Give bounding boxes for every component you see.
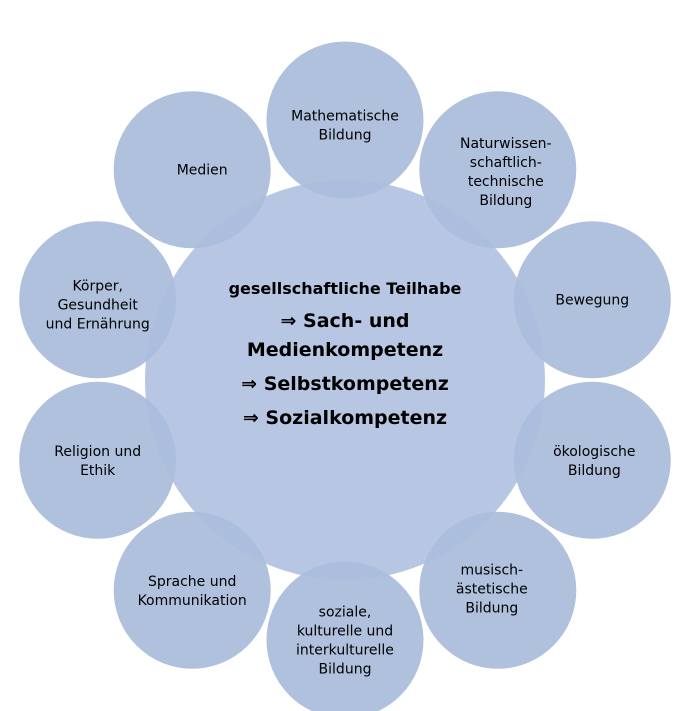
node-label-line: Bildung: [319, 662, 372, 678]
node-label-line: schaftlich-: [470, 155, 542, 171]
node-circle-sprache-und-kommunikation: [110, 508, 274, 672]
center-text-line: ⇒ Sach- und: [281, 310, 410, 332]
node-label-line: Bildung: [319, 128, 372, 144]
node-label-line: kulturelle und: [297, 624, 393, 640]
center-text-line: Medienkompetenz: [247, 339, 443, 361]
node-label-medien: Medien: [177, 163, 228, 179]
node-label-line: Bildung: [568, 463, 621, 479]
node-label-line: interkulturelle: [296, 643, 394, 659]
node-label-line: Bildung: [479, 193, 532, 209]
center-circle-group: [145, 180, 545, 580]
node-label-bewegung: Bewegung: [555, 293, 629, 309]
center-text-line: ⇒ Selbstkompetenz: [241, 373, 449, 395]
node-label-line: Kommunikation: [138, 593, 247, 609]
node-label-line: Bildung: [465, 600, 518, 616]
node-label-koerper-gesundheit-ernaehrung: Körper, Gesundheit und Ernährung: [46, 279, 150, 333]
node-label-line: Religion und: [54, 444, 141, 460]
node-label-line: Bewegung: [555, 293, 629, 309]
node-label-line: Sprache und: [148, 574, 236, 590]
node-label-line: Ethik: [80, 463, 116, 479]
center-circle: [145, 180, 545, 580]
node-circle-naturwissenschaftlich-technische-bildung: [416, 88, 580, 252]
node-label-line: Körper,: [72, 279, 123, 295]
node-label-line: und Ernährung: [46, 317, 150, 333]
center-text-line: gesellschaftliche Teilhabe: [229, 279, 462, 298]
center-text-line: ⇒ Sozialkompetenz: [243, 407, 447, 429]
node-label-line: technische: [468, 174, 544, 190]
node-label-line: Mathematische: [291, 109, 399, 125]
node-label-line: Naturwissen-: [460, 136, 552, 152]
node-label-line: ökologische: [553, 444, 635, 460]
node-circle-musisch-aestetische-bildung: [416, 508, 580, 672]
node-circle-medien: [110, 88, 274, 252]
node-label-line: soziale,: [319, 605, 372, 621]
node-label-line: Gesundheit: [58, 298, 139, 314]
node-label-line: musisch-: [460, 562, 523, 578]
node-label-line: Medien: [177, 163, 228, 179]
node-label-line: ästetische: [456, 581, 528, 597]
